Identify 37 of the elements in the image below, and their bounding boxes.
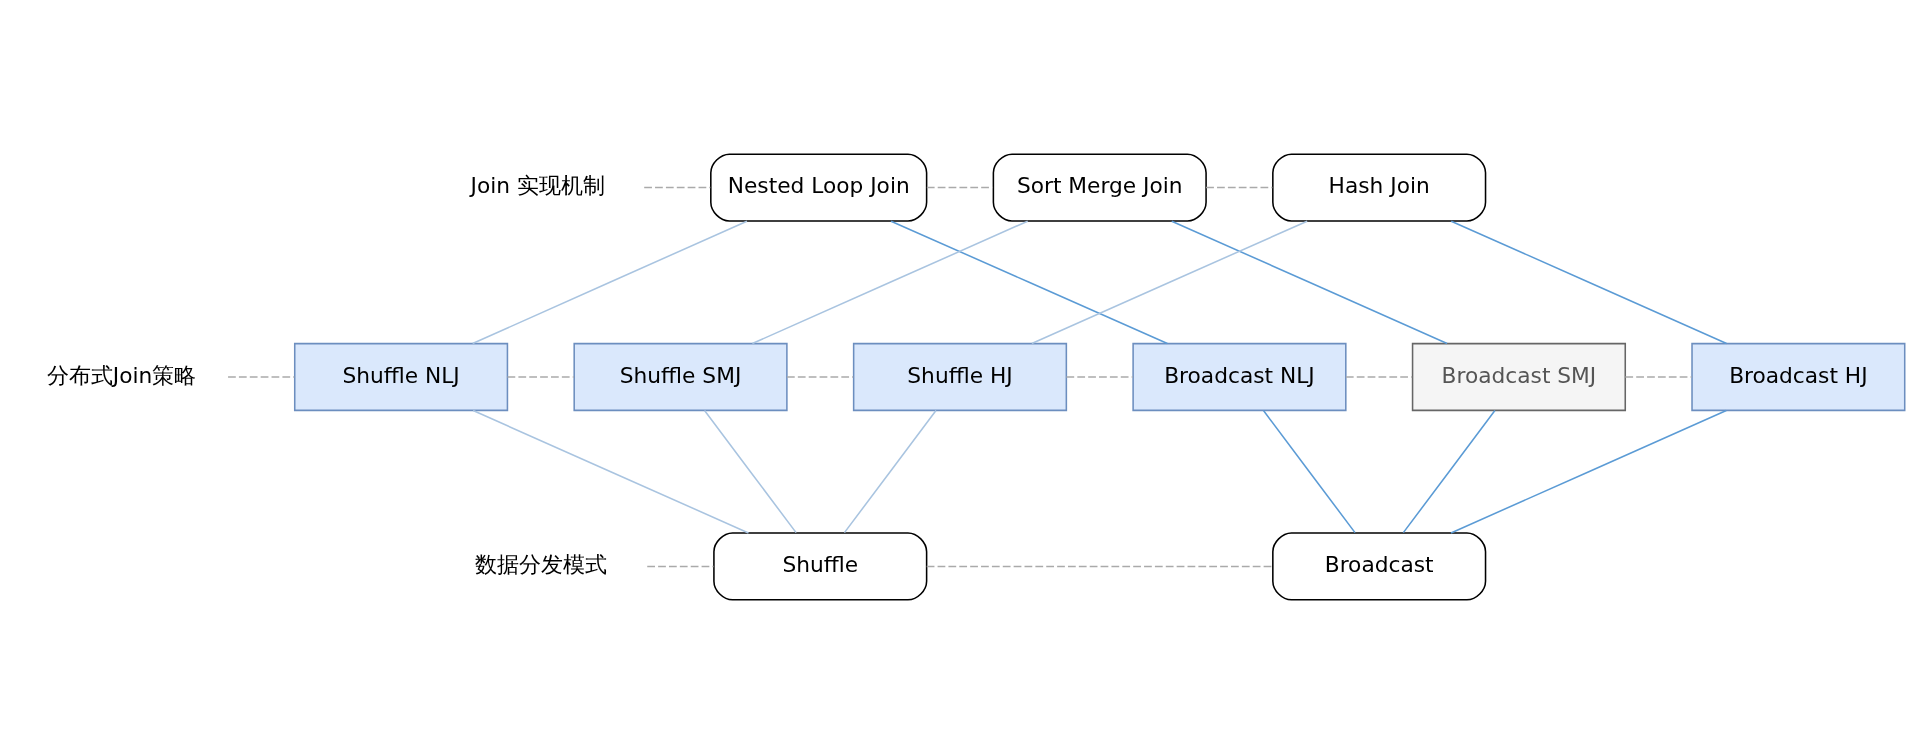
node-box: Broadcast HJ — [1691, 342, 1906, 412]
connector — [1031, 220, 1308, 345]
node-box: Shuffle NLJ — [293, 342, 509, 412]
node-text: 分布式Join策略 — [46, 362, 197, 388]
connector — [1171, 220, 1448, 345]
connector — [1450, 409, 1728, 534]
node-box: Shuffle — [713, 532, 928, 601]
node-box: Nested Loop Join — [710, 153, 928, 222]
node-text: 数据分发模式 — [474, 552, 607, 578]
connector — [1624, 376, 1693, 378]
connector — [925, 565, 1274, 568]
node-box: Sort Merge Join — [992, 153, 1207, 222]
node-box: Broadcast NLJ — [1132, 342, 1347, 412]
connector — [843, 409, 937, 534]
connector — [751, 220, 1029, 345]
connector — [506, 376, 575, 378]
node-box: Broadcast — [1272, 532, 1487, 601]
connector — [703, 409, 797, 534]
connector — [926, 186, 994, 189]
connector — [646, 565, 715, 568]
node-box: Broadcast SMJ — [1411, 342, 1627, 412]
node-box: Hash Join — [1272, 153, 1487, 222]
node-text: Join 实现机制 — [470, 173, 605, 199]
connector — [890, 220, 1169, 345]
connector — [1262, 409, 1356, 534]
connector — [786, 376, 854, 378]
connector — [1345, 376, 1413, 378]
connector — [1450, 220, 1728, 345]
connector — [1065, 376, 1134, 378]
connector — [472, 409, 750, 534]
node-box: Shuffle SMJ — [573, 342, 788, 412]
connector — [1205, 186, 1274, 189]
connector — [227, 376, 296, 378]
connector — [643, 186, 712, 189]
connector — [471, 220, 748, 345]
connector — [1402, 409, 1496, 534]
node-box: Shuffle HJ — [852, 342, 1068, 412]
